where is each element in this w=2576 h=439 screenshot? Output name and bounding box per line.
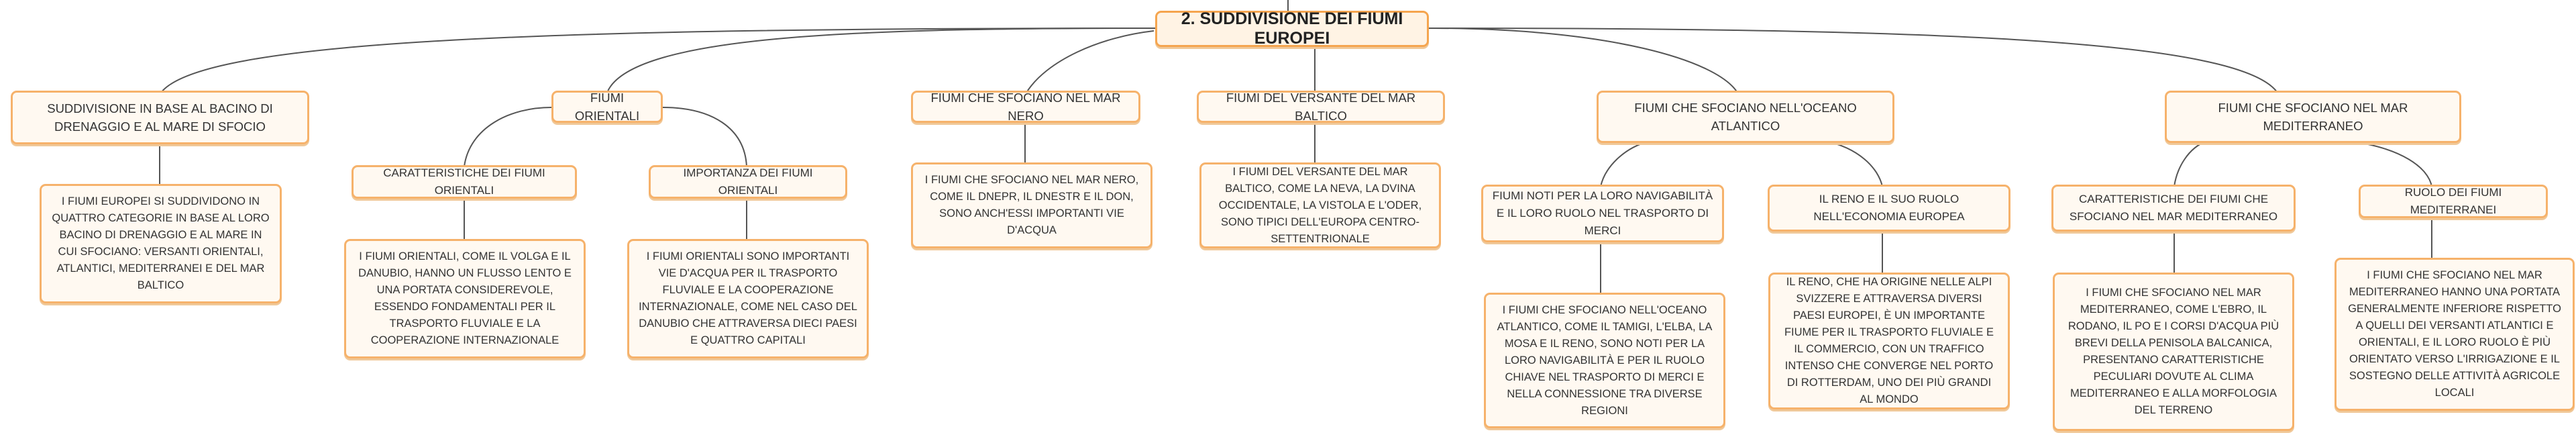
node-eastern-rivers[interactable]: FIUMI ORIENTALI <box>551 91 663 123</box>
link-root-med <box>1428 28 2278 93</box>
node-atlantic-rhine-text[interactable]: IL RENO, CHE HA ORIGINE NELLE ALPI SVIZZ… <box>1768 273 2010 409</box>
node-baltic-text[interactable]: I FIUMI DEL VERSANTE DEL MAR BALTICO, CO… <box>1199 162 1441 248</box>
node-black-sea-rivers[interactable]: FIUMI CHE SFOCIANO NEL MAR NERO <box>911 91 1140 123</box>
node-mediterranean-characteristics[interactable]: CARATTERISTICHE DEI FIUMI CHE SFOCIANO N… <box>2051 185 2296 232</box>
link-atl-rhine <box>1824 140 1883 187</box>
link-med-char <box>2174 140 2208 187</box>
link-med-role <box>2347 140 2432 187</box>
root-node[interactable]: 2. SUDDIVISIONE DEI FIUMI EUROPEI <box>1155 9 1429 48</box>
node-black-sea-text[interactable]: I FIUMI CHE SFOCIANO NEL MAR NERO, COME … <box>911 162 1152 248</box>
node-mediterranean-characteristics-text[interactable]: I FIUMI CHE SFOCIANO NEL MAR MEDITERRANE… <box>2053 273 2294 431</box>
node-atlantic-navigability-text[interactable]: I FIUMI CHE SFOCIANO NELL'OCEANO ATLANTI… <box>1484 293 1725 428</box>
node-drainage-basin[interactable]: SUDDIVISIONE IN BASE AL BACINO DI DRENAG… <box>11 91 309 144</box>
node-mediterranean-rivers[interactable]: FIUMI CHE SFOCIANO NEL MAR MEDITERRANEO <box>2165 91 2461 143</box>
link-east-imp <box>662 107 747 167</box>
link-root-atlantic <box>1428 28 1738 93</box>
node-drainage-basin-text[interactable]: I FIUMI EUROPEI SI SUDDIVIDONO IN QUATTR… <box>40 184 282 303</box>
node-atlantic-rhine[interactable]: IL RENO E IL SUO RUOLO NELL'ECONOMIA EUR… <box>1768 185 2010 232</box>
node-baltic-rivers[interactable]: FIUMI DEL VERSANTE DEL MAR BALTICO <box>1197 91 1445 123</box>
link-east-char <box>464 107 552 167</box>
link-root-black <box>1026 30 1155 93</box>
node-atlantic-rivers[interactable]: FIUMI CHE SFOCIANO NELL'OCEANO ATLANTICO <box>1597 91 1894 143</box>
node-eastern-characteristics-text[interactable]: I FIUMI ORIENTALI, COME IL VOLGA E IL DA… <box>344 239 586 358</box>
node-eastern-importance-text[interactable]: I FIUMI ORIENTALI SONO IMPORTANTI VIE D'… <box>627 239 869 358</box>
node-mediterranean-role[interactable]: RUOLO DEI FIUMI MEDITERRANEI <box>2359 185 2548 218</box>
link-root-drain <box>160 28 1156 93</box>
node-mediterranean-role-text[interactable]: I FIUMI CHE SFOCIANO NEL MAR MEDITERRANE… <box>2334 258 2575 411</box>
node-eastern-characteristics[interactable]: CARATTERISTICHE DEI FIUMI ORIENTALI <box>352 165 577 199</box>
link-atl-nav <box>1600 140 1651 187</box>
node-eastern-importance[interactable]: IMPORTANZA DEI FIUMI ORIENTALI <box>649 165 847 199</box>
node-atlantic-navigability[interactable]: FIUMI NOTI PER LA LORO NAVIGABILITÀ E IL… <box>1481 185 1724 242</box>
link-root-east <box>606 28 1156 93</box>
